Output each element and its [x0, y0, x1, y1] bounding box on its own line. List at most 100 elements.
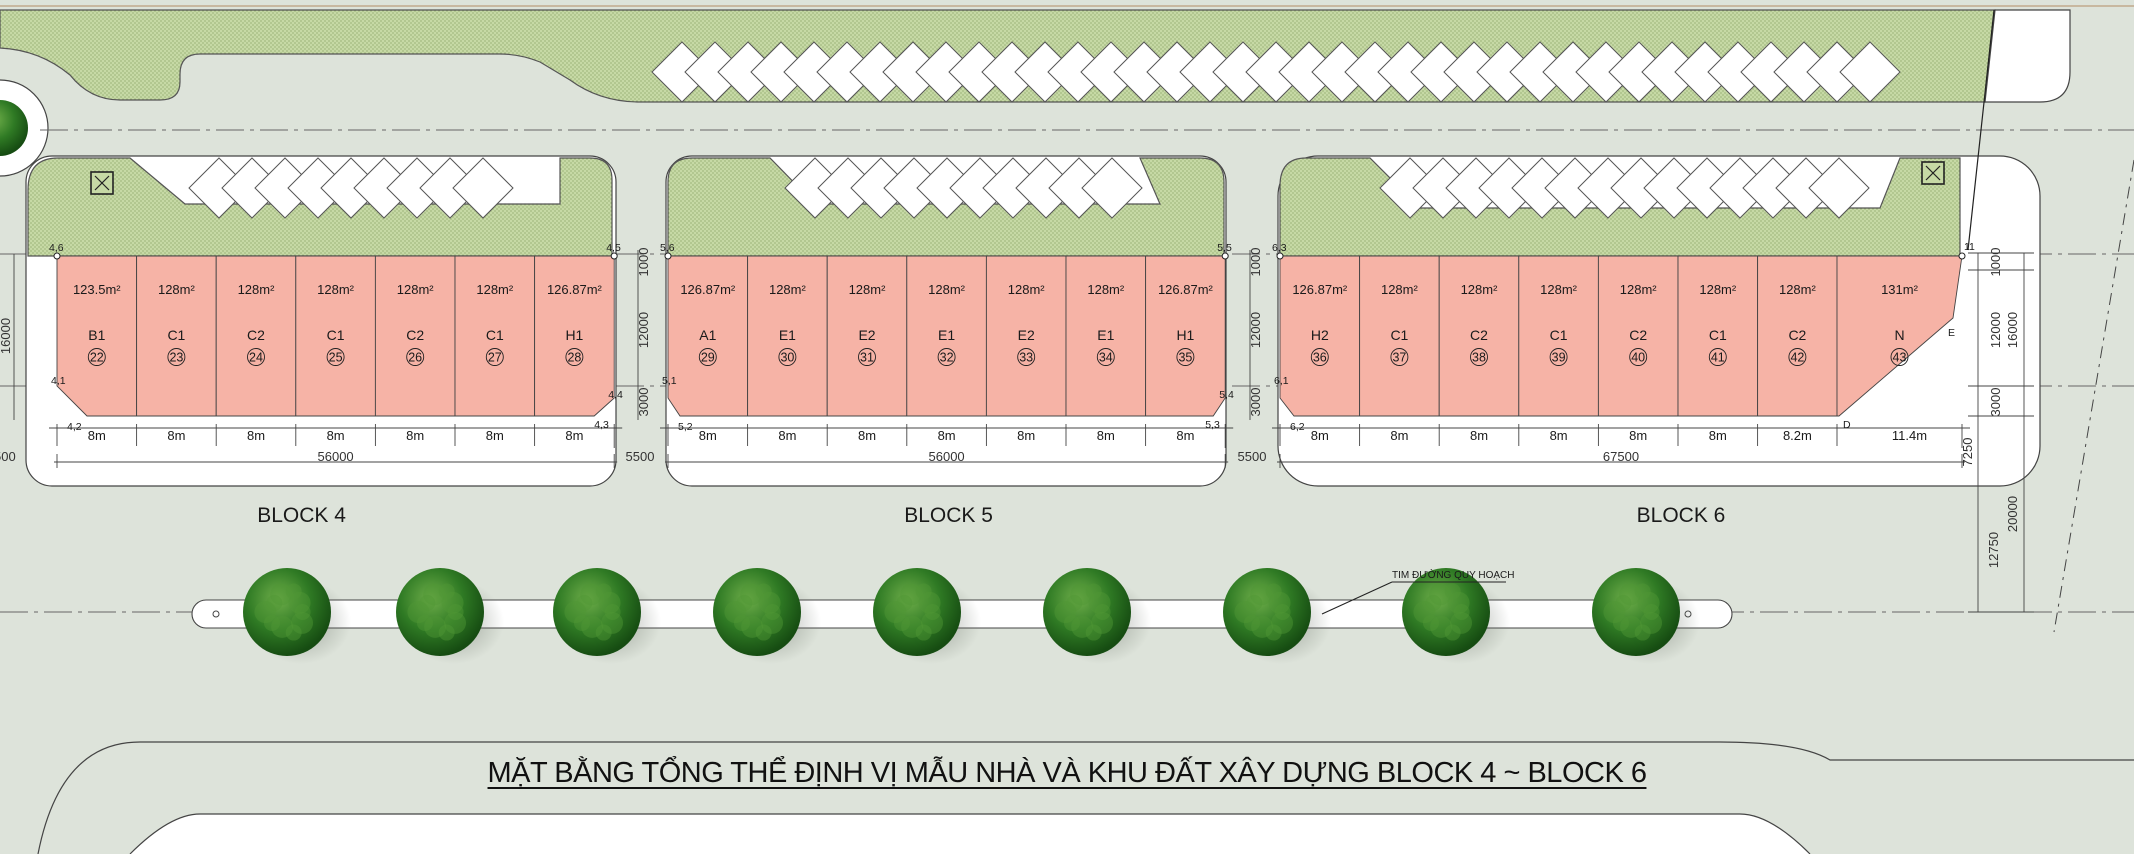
tree-icon	[1592, 568, 1700, 664]
lower-road-edge	[37, 741, 2134, 854]
gap-depth: 1000	[636, 248, 651, 277]
right-dim-depth: 16000	[2005, 312, 2020, 348]
lot-number: 39	[1552, 351, 1566, 365]
lot-area: 128m²	[1699, 282, 1737, 297]
survey-point-label: 4,6	[49, 242, 64, 254]
tree-icon	[243, 568, 351, 664]
lot-type: E2	[1018, 327, 1035, 343]
lot-shape	[534, 255, 615, 417]
dimensions-layer: 5500100012000300055001000120003000500160…	[0, 248, 1266, 464]
lot-number-circle	[326, 348, 345, 366]
lot-number: 32	[940, 351, 954, 365]
lot-area: 128m²	[1461, 282, 1499, 297]
parking-space	[1808, 157, 1870, 219]
lot-number-circle	[858, 348, 876, 366]
left-depth: 16000	[0, 318, 13, 354]
lot-area: 128m²	[849, 282, 887, 297]
boundary-line	[1967, 9, 1995, 251]
survey-point-label: 5,1	[662, 375, 677, 387]
survey-point	[664, 252, 672, 260]
left-dimensions: 500 16000	[0, 254, 16, 464]
lot-area: 128m²	[476, 282, 514, 297]
lot-number-circle	[1310, 348, 1329, 366]
right-dim-road-b: 12750	[1986, 532, 2001, 568]
survey-point	[1221, 252, 1229, 260]
lot-type: C2	[1629, 327, 1647, 343]
survey-point-label: 5,5	[1217, 242, 1232, 254]
lot-number-circle	[1788, 348, 1807, 366]
lot-area: 126.87m²	[680, 282, 736, 297]
lot-shape	[1836, 255, 1963, 417]
lot-width: 8m	[938, 428, 956, 443]
lot-number: 26	[408, 351, 422, 365]
survey-point-label: 5,6	[660, 242, 675, 254]
block-total-width: 56000	[929, 449, 965, 464]
lot-number: 27	[488, 351, 502, 365]
parking-space	[1081, 157, 1143, 219]
boundary-line	[2053, 159, 2134, 633]
lot-type: H1	[565, 327, 583, 343]
lot-number: 35	[1178, 351, 1192, 365]
survey-point-label: 4,4	[608, 389, 623, 401]
lot-number: 43	[1893, 351, 1907, 365]
lot-width: 8m	[858, 428, 876, 443]
block-4: 123.5m²B1228m128m²C1238m128m²C2248m128m²…	[49, 242, 623, 527]
lot-area: 126.87m²	[1292, 282, 1348, 297]
gap-depth: 3000	[1248, 388, 1263, 417]
lot-width: 8m	[1390, 428, 1408, 443]
survey-point-label: D	[1843, 419, 1851, 431]
survey-point-label: 6,1	[1274, 375, 1289, 387]
left-total: 500	[0, 449, 16, 464]
drawing-title: MẶT BẰNG TỔNG THỂ ĐỊNH VỊ MẪU NHÀ VÀ KHU…	[0, 757, 2134, 790]
block-label: BLOCK 4	[257, 504, 346, 527]
lot-type: C1	[167, 327, 185, 343]
median-marker	[212, 610, 220, 618]
tree-icon	[0, 100, 28, 156]
gap-depth: 12000	[636, 312, 651, 348]
tree-icon	[873, 568, 981, 664]
block-total-width: 56000	[318, 449, 354, 464]
lot-type: C1	[1390, 327, 1408, 343]
tree-icon	[553, 568, 661, 664]
gap-depth: 1000	[1248, 248, 1263, 277]
lot-number: 31	[860, 351, 874, 365]
right-dim-road-total: 20000	[2005, 496, 2020, 532]
lot-width: 8m	[699, 428, 717, 443]
lot-shape	[667, 255, 749, 417]
tree-icon	[396, 568, 504, 664]
right-dimensions: 1000 12000 3000 16000 7250 12750 20000	[1960, 248, 2034, 613]
lot-number: 28	[567, 351, 581, 365]
gap-depth: 3000	[636, 388, 651, 417]
survey-point-label: 4,1	[51, 375, 66, 387]
lot-area: 128m²	[1087, 282, 1125, 297]
lot-width: 8m	[167, 428, 185, 443]
utility-box-icon	[90, 171, 114, 195]
survey-point	[1276, 252, 1284, 260]
lot-number: 38	[1472, 351, 1486, 365]
lot-type: C2	[247, 327, 265, 343]
lot-number: 33	[1019, 351, 1033, 365]
